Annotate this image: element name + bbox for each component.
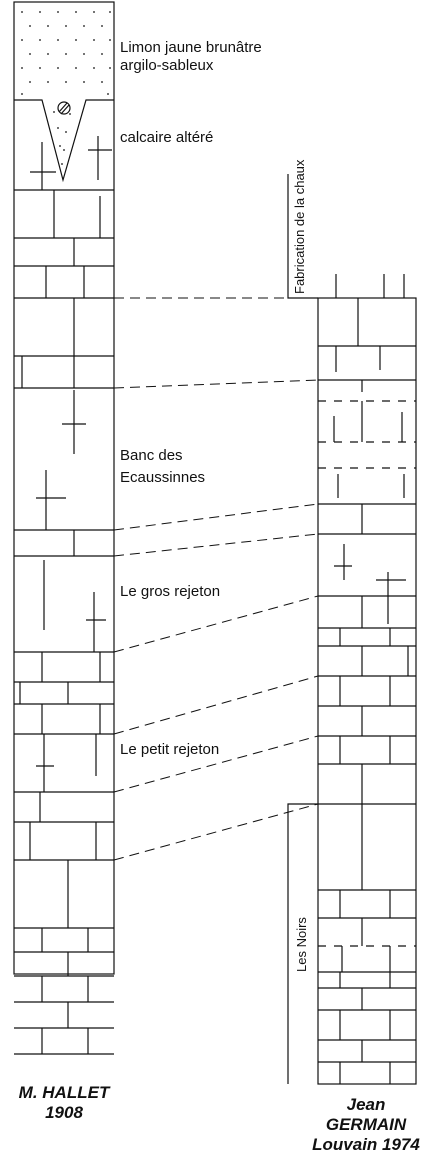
correlation-lines xyxy=(113,297,319,861)
right-author-line2: GERMAIN xyxy=(326,1115,407,1134)
left-bedding-lines xyxy=(14,189,114,1055)
calcaire-crosses xyxy=(30,136,112,190)
right-dashed-beds xyxy=(318,400,416,947)
left-author-line1: M. HALLET xyxy=(19,1083,111,1102)
fabrication-label: Fabrication de la chaux xyxy=(292,159,307,294)
left-column xyxy=(13,1,115,1055)
limon-label-line1: Limon jaune brunâtre xyxy=(120,39,262,56)
right-author-line1: Jean xyxy=(347,1095,386,1114)
right-column xyxy=(317,274,417,1085)
left-column-outline xyxy=(13,1,115,975)
right-column-outline xyxy=(317,297,417,1085)
left-joints xyxy=(19,190,101,1054)
right-author-line3: Louvain 1974 xyxy=(312,1135,420,1154)
fossil-symbol xyxy=(57,101,71,115)
right-bedding-lines xyxy=(318,345,416,1063)
left-crosses xyxy=(36,390,106,792)
limon-label-line2: argilo-sableux xyxy=(120,57,214,74)
petit-rejeton-label: Le petit rejeton xyxy=(120,741,219,758)
left-author-line2: 1908 xyxy=(45,1103,83,1122)
fabrication-bracket xyxy=(287,174,318,299)
noirs-bracket xyxy=(287,803,318,1084)
right-joints xyxy=(333,298,409,1084)
banc-label-line2: Ecaussinnes xyxy=(120,469,205,486)
limon-layer xyxy=(14,11,114,183)
noirs-label: Les Noirs xyxy=(294,917,309,972)
limon-dots xyxy=(21,11,111,165)
banc-label-line1: Banc des xyxy=(120,447,183,464)
limon-pocket-boundary xyxy=(14,99,114,183)
gros-rejeton-label: Le gros rejeton xyxy=(120,583,220,600)
calcaire-label: calcaire altéré xyxy=(120,129,213,146)
